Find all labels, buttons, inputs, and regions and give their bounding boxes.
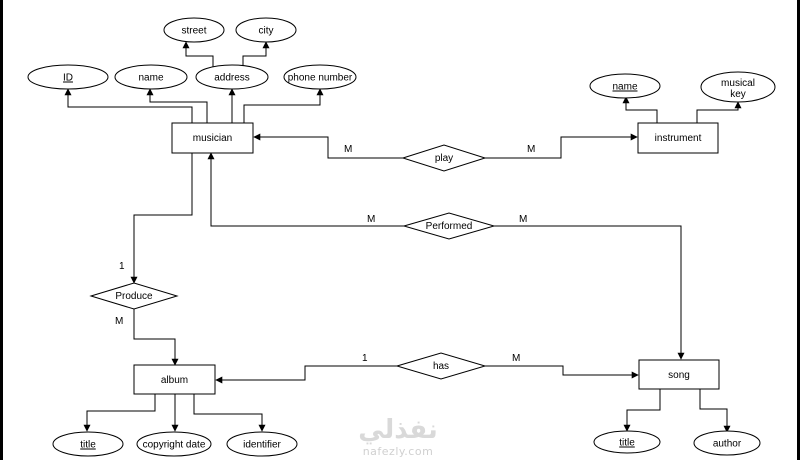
attribute-instrument-musical-key[interactable]: musical key — [700, 71, 776, 103]
svg-text:address: address — [214, 73, 250, 84]
connector-address-street — [182, 41, 214, 67]
svg-text:copyright date: copyright date — [143, 440, 206, 451]
svg-text:play: play — [435, 153, 453, 164]
watermark: نفذلي nafezly.com — [358, 415, 438, 458]
attribute-musician-address[interactable]: address — [195, 64, 269, 90]
svg-text:musical: musical — [721, 78, 755, 89]
watermark-arabic: نفذلي — [358, 415, 438, 445]
svg-text:Performed: Performed — [426, 221, 473, 232]
connector-musician-name — [146, 88, 208, 123]
connector-performed-musician — [207, 152, 404, 227]
connectors — [64, 41, 742, 433]
svg-text:ID: ID — [63, 73, 73, 84]
attribute-album-copyright[interactable]: copyright date — [136, 431, 212, 457]
attribute-address-city[interactable]: city — [235, 17, 297, 43]
connector-play-musician — [253, 133, 403, 159]
connector-performed-song — [494, 225, 685, 360]
connector-album-identifier — [193, 394, 266, 432]
svg-text:phone number: phone number — [288, 73, 353, 84]
connector-instrument-name — [622, 96, 658, 123]
entity-album[interactable]: album — [133, 364, 216, 395]
attribute-musician-id[interactable]: ID — [27, 64, 109, 90]
svg-text:title: title — [80, 440, 96, 451]
svg-text:album: album — [161, 375, 188, 386]
relationship-play[interactable]: play — [401, 144, 487, 172]
connector-produce-musician — [130, 153, 193, 284]
cardinality-labels: M M M M 1 M 1 M — [115, 144, 535, 364]
connector-has-album — [215, 365, 397, 384]
cardinality-produce-musician: 1 — [119, 261, 125, 272]
attribute-album-identifier[interactable]: identifier — [226, 431, 298, 457]
relationship-performed[interactable]: Performed — [402, 212, 496, 240]
right-edge-strip — [797, 0, 800, 460]
watermark-latin: nafezly.com — [363, 445, 434, 458]
cardinality-has-album: 1 — [362, 353, 368, 364]
svg-text:author: author — [713, 439, 742, 450]
attribute-musician-phone[interactable]: phone number — [283, 64, 357, 90]
cardinality-play-instrument: M — [527, 144, 535, 155]
svg-text:key: key — [730, 89, 746, 100]
entity-musician[interactable]: musician — [171, 122, 254, 154]
connector-musician-phone — [243, 88, 324, 123]
attribute-album-title[interactable]: title — [52, 431, 124, 457]
cardinality-performed-musician: M — [367, 214, 375, 225]
svg-text:song: song — [668, 370, 690, 381]
left-edge-strip — [0, 0, 3, 460]
svg-text:has: has — [433, 361, 449, 372]
svg-text:name: name — [138, 73, 163, 84]
svg-text:title: title — [619, 438, 635, 449]
connector-has-song — [485, 365, 639, 379]
cardinality-play-musician: M — [344, 144, 352, 155]
cardinality-produce-album: M — [115, 316, 123, 327]
svg-text:identifier: identifier — [243, 440, 281, 451]
svg-text:musician: musician — [193, 133, 232, 144]
svg-text:city: city — [259, 26, 274, 37]
connector-address-city — [242, 41, 270, 67]
attribute-instrument-name[interactable]: name — [589, 73, 661, 99]
entity-song[interactable]: song — [638, 359, 720, 390]
svg-text:street: street — [181, 26, 206, 37]
svg-text:name: name — [612, 82, 637, 93]
svg-text:instrument: instrument — [655, 133, 702, 144]
entity-instrument[interactable]: instrument — [637, 122, 719, 154]
relationship-produce[interactable]: Produce — [89, 282, 179, 310]
connector-produce-album — [133, 309, 179, 366]
attribute-song-author[interactable]: author — [693, 430, 761, 456]
cardinality-performed-song: M — [519, 214, 527, 225]
connector-play-instrument — [485, 133, 638, 159]
connector-album-title — [83, 394, 156, 432]
cardinality-has-song: M — [512, 353, 520, 364]
connector-song-title — [623, 389, 661, 432]
attribute-musician-name[interactable]: name — [114, 64, 188, 90]
attribute-address-street[interactable]: street — [163, 17, 225, 43]
connector-instrument-key — [696, 101, 742, 123]
connector-musician-id — [64, 88, 193, 123]
svg-text:Produce: Produce — [115, 291, 153, 302]
connector-song-author — [699, 389, 731, 433]
relationship-has[interactable]: has — [395, 352, 487, 380]
attribute-song-title[interactable]: title — [593, 430, 661, 454]
